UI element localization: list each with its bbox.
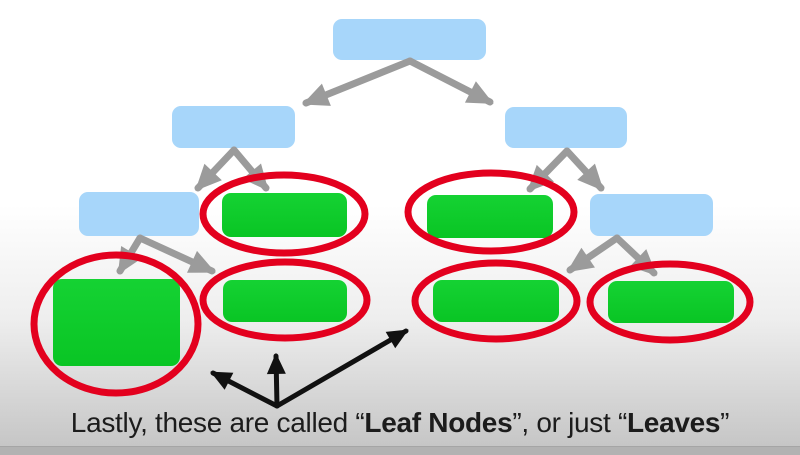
letterbox-strip bbox=[0, 446, 800, 455]
tree-node-right bbox=[505, 107, 627, 148]
edge-root-right-icon bbox=[406, 57, 494, 106]
edge-left-leftleft-icon bbox=[194, 146, 238, 192]
highlight-ring-right-right-left bbox=[411, 259, 581, 343]
tree-node-left bbox=[172, 106, 295, 148]
highlight-ring-left-right bbox=[199, 171, 369, 257]
tree-edge-arrows bbox=[116, 57, 658, 277]
leaf-node-right-left bbox=[427, 195, 553, 238]
edge-right-rightright-icon bbox=[563, 147, 605, 192]
highlight-ring-left-left-left bbox=[30, 251, 202, 397]
edge-left-leftright-icon bbox=[230, 146, 270, 192]
leaf-node-left-right bbox=[222, 193, 347, 237]
leaf-node-right-right-right bbox=[608, 281, 734, 323]
pointer-arrow-right-icon bbox=[274, 328, 409, 409]
leaf-node-left-left-right bbox=[223, 280, 347, 322]
caption: Lastly, these are called “Leaf Nodes”, o… bbox=[0, 407, 800, 439]
leaf-node-right-right-left bbox=[433, 280, 559, 322]
caption-term-leaf-nodes: Leaf Nodes bbox=[364, 407, 513, 438]
pointer-arrow-up-icon bbox=[266, 353, 286, 409]
caption-segment: Lastly, these are called “ bbox=[70, 407, 365, 438]
caption-term-leaves: Leaves bbox=[627, 407, 721, 438]
tree-node-left-left bbox=[79, 192, 199, 236]
leaf-highlight-rings bbox=[30, 169, 754, 397]
tree-node-right-right bbox=[590, 194, 713, 236]
highlight-ring-right-left bbox=[404, 169, 578, 255]
caption-pointer-arrows bbox=[210, 328, 409, 409]
pointer-arrow-left-icon bbox=[210, 370, 280, 409]
leaf-node-left-left-left bbox=[53, 279, 180, 366]
caption-segment: ” bbox=[720, 407, 730, 438]
caption-segment: ”, or just “ bbox=[512, 407, 627, 438]
highlight-ring-left-left-right bbox=[199, 258, 371, 342]
tree-node-root bbox=[333, 19, 486, 60]
edge-rightright-child1-icon bbox=[566, 234, 621, 274]
highlight-ring-right-right-right bbox=[586, 260, 754, 344]
edge-root-left-icon bbox=[302, 57, 414, 107]
edge-leftleft-child2-icon bbox=[136, 234, 216, 275]
